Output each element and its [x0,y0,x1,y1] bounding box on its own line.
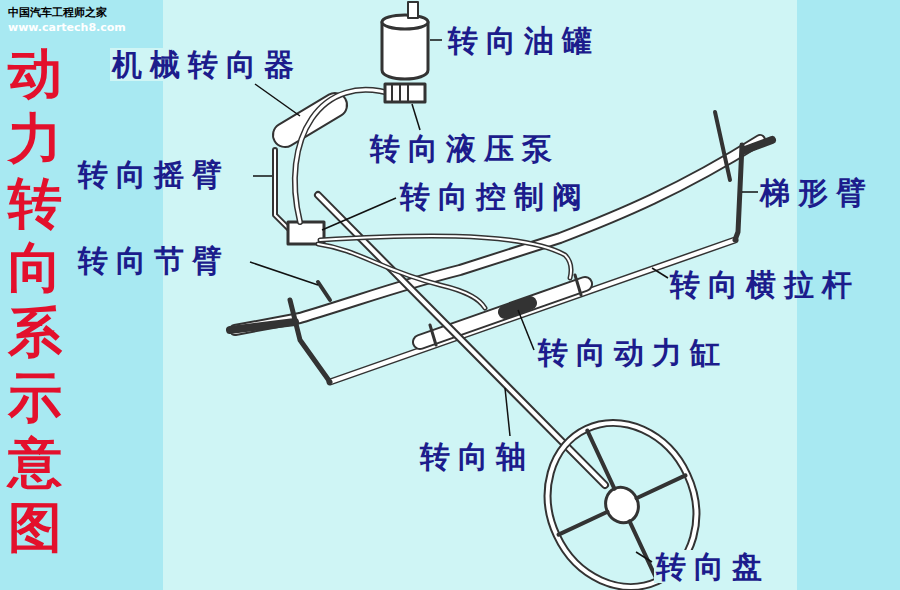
part-label: 机械转向器 [110,48,304,81]
part-label: 转向液压泵 [368,132,562,165]
part-label: 转向油罐 [446,24,602,57]
part-label: 转向轴 [418,440,536,473]
part-label: 转向动力缸 [536,336,730,369]
watermark: www.cartech8.com [8,21,126,34]
part-label: 转向盘 [654,550,772,583]
part-label: 转向节臂 [78,244,230,277]
part-label: 梯形臂 [760,176,874,209]
title-column: 动力转向系示意图 [8,42,62,560]
watermark: 中国汽车工程师之家 [8,6,107,19]
part-label: 转向摇臂 [78,158,230,191]
part-label: 转向控制阀 [398,180,592,213]
part-label: 转向横拉杆 [670,268,860,301]
